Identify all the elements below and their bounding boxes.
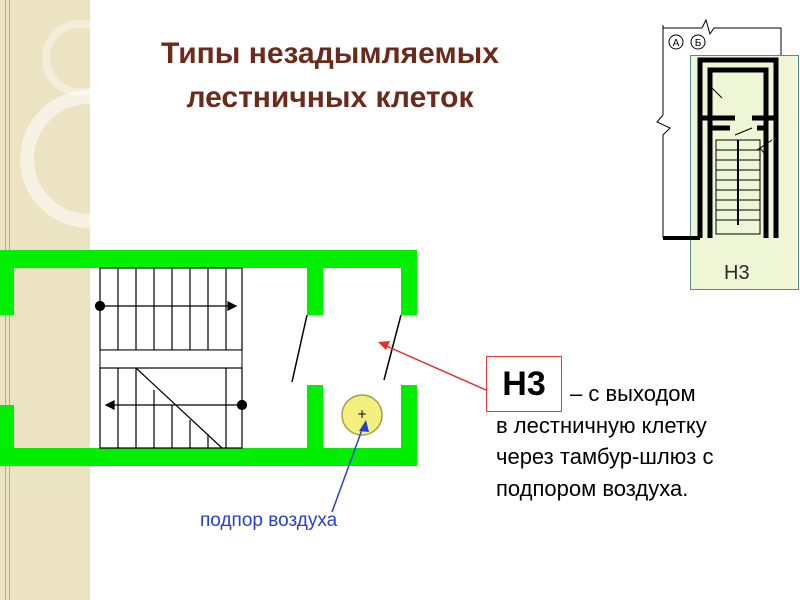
door-leaf-outer [383,314,402,381]
title-line-2: лестничных клеток [186,81,474,114]
mini-walls [697,57,779,238]
wall-mid-lower [307,385,323,466]
title-line-1: Типы незадымляемых [161,37,499,70]
stair-flight-lower [99,367,248,449]
mini-door-2 [734,127,753,136]
pointer-arrow-red [383,344,487,391]
arrow-head-red [378,341,390,350]
description-line-2: в лестничную клетку [496,412,707,438]
mini-plan-label: Н3 [724,262,750,284]
description-line-3: через тамбур-шлюз с [496,444,714,469]
wall-left-lower [0,405,14,466]
axis-b-label: Б [695,38,702,49]
door-leaf-stair [291,314,308,383]
pointer-arrow-blue [331,426,364,513]
description-line-4: подпором воздуха. [496,475,689,501]
axis-marker-a [668,34,684,50]
axis-marker-b [690,34,706,50]
wall-mid-upper [307,250,323,315]
air-supply-fan [341,394,383,436]
left-decor-band [0,0,158,600]
axis-a-label: А [673,38,680,49]
type-code-badge: Н3 [486,356,562,412]
wall-right-upper [401,250,417,315]
type-description: – с выходом в лестничную клетку через та… [496,378,796,504]
fan-plus-mark: + [357,407,367,421]
mini-stairs [715,139,773,235]
air-supply-label: подпор воздуха [200,510,338,531]
description-line-1: – с выходом [570,381,696,406]
arrow-head-blue [359,420,369,432]
wall-right-lower [401,385,417,466]
mini-door-1 [711,87,723,99]
page-title: Типы незадымляемых лестничных клеток [120,32,540,120]
wall-left-upper [0,250,14,315]
plan-walls [0,250,417,466]
decor-ring-small [42,20,118,96]
